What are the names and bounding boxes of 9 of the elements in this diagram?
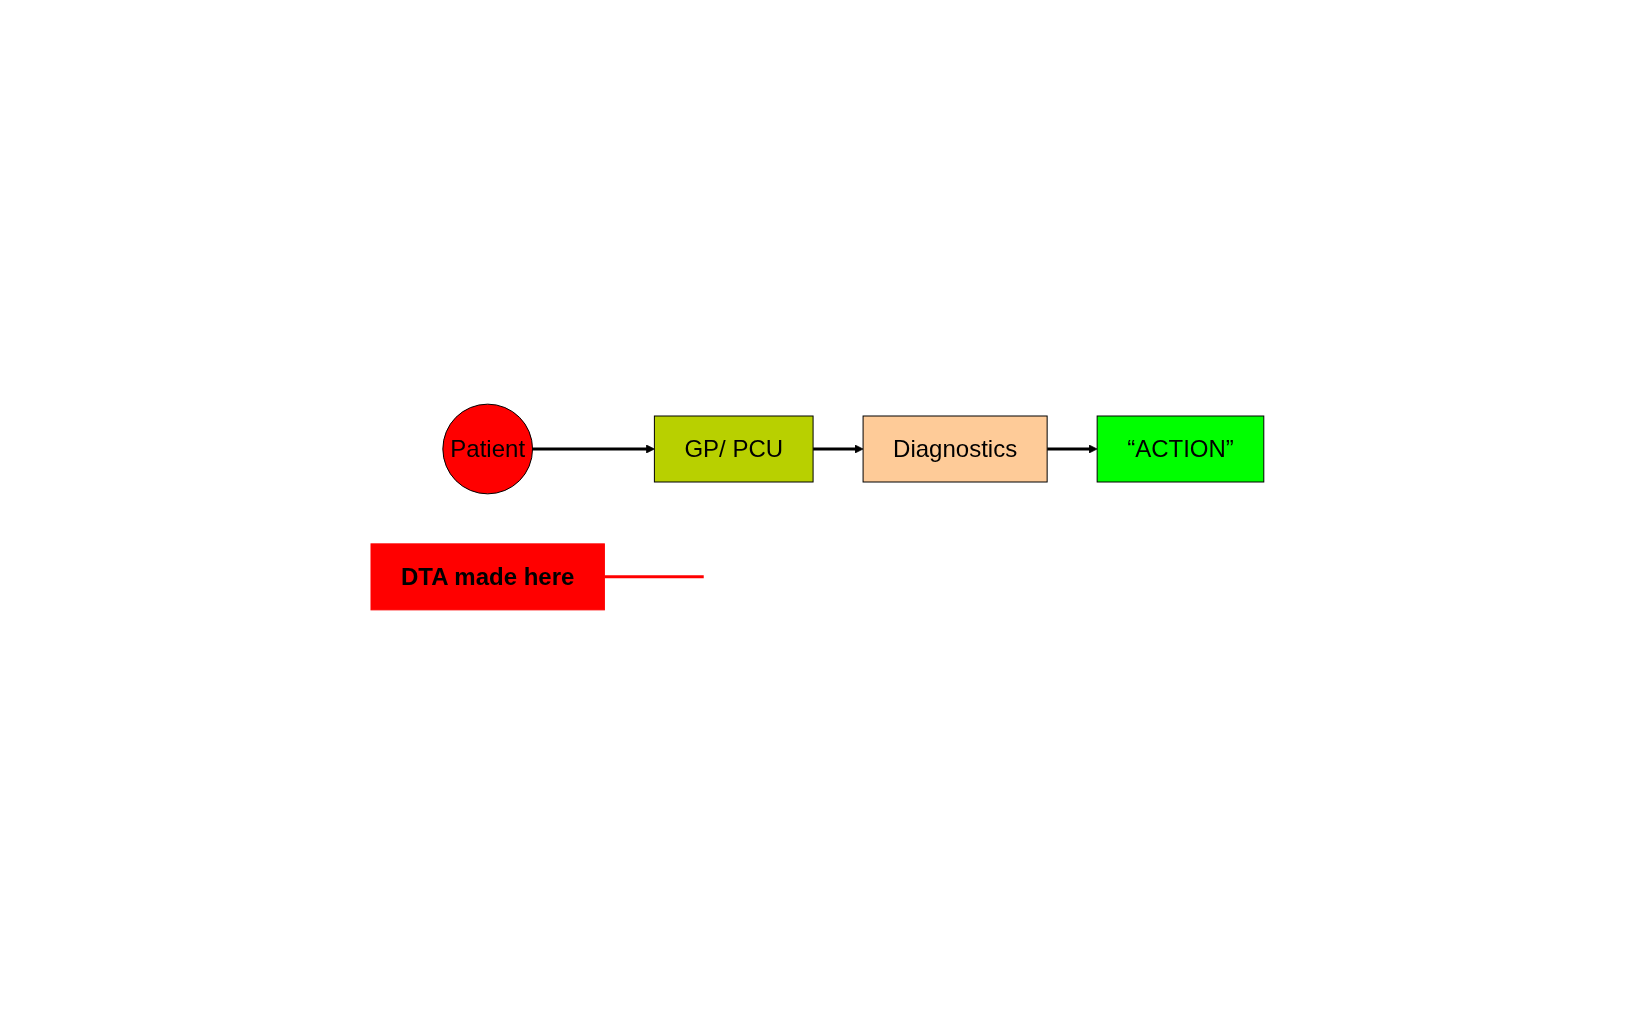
node-box: DTA made here (370, 542, 605, 610)
arrow (532, 444, 655, 453)
node-box: Diagnostics (862, 415, 1048, 482)
node-circle: Patient (441, 403, 533, 494)
arrow (1046, 444, 1098, 453)
connector (604, 574, 704, 578)
node-box: “ACTION” (1096, 415, 1264, 482)
arrow (812, 444, 864, 453)
node-box: GP/ PCU (653, 415, 814, 482)
